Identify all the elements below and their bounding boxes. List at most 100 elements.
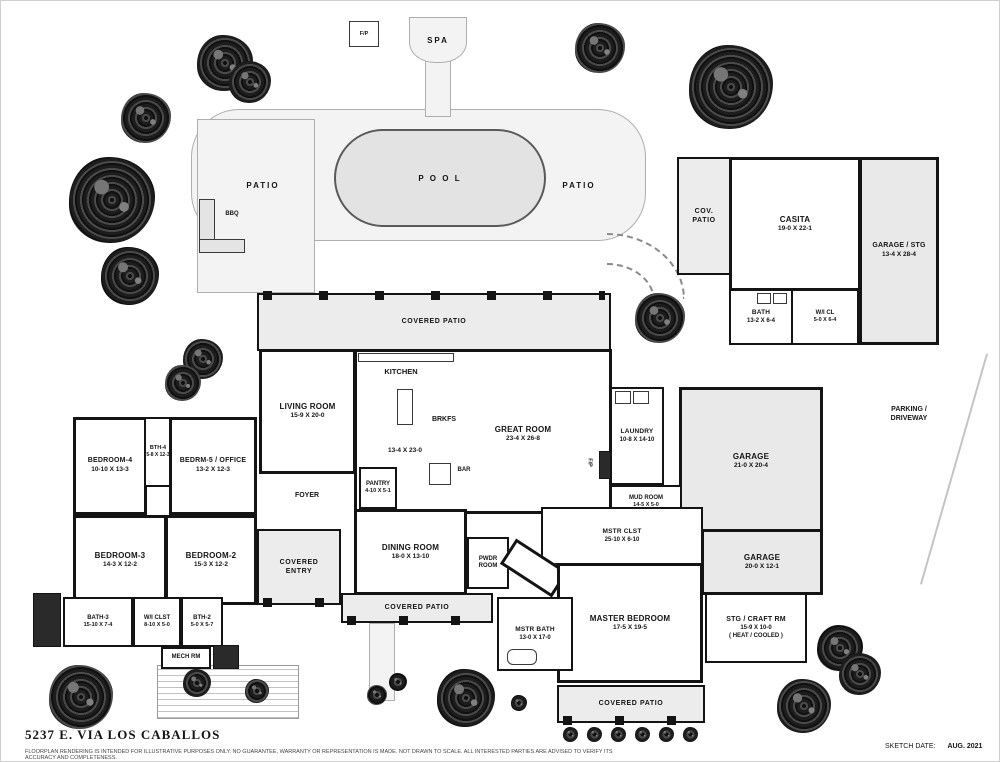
master-tub xyxy=(507,649,537,665)
parking-label-line2: DRIVEWAY xyxy=(890,415,928,423)
room-pwdr-name: PWDR ROOM xyxy=(478,555,498,570)
room-casita-wicl-name: W/I CL xyxy=(815,309,835,316)
room-bth2-name: BTH-2 xyxy=(193,614,211,621)
room-master-name: MASTER BEDROOM xyxy=(589,613,671,623)
room-pantry-name: PANTRY xyxy=(366,480,390,487)
kitchen-dims-label: 13-4 X 23-0 xyxy=(388,447,422,454)
shrub-icon xyxy=(683,727,698,742)
room-mstr-bath-name: MSTR BATH xyxy=(515,625,555,633)
room-garage-stg: GARAGE / STG 13-4 X 28-4 xyxy=(859,157,939,345)
room-stg-craft-name: STG / CRAFT RM xyxy=(726,615,786,623)
room-dining-name: DINING ROOM xyxy=(381,542,440,552)
tree-icon xyxy=(635,293,685,343)
tree-icon xyxy=(69,157,155,243)
shrub-icon xyxy=(659,727,674,742)
room-garage2-dims: 20-0 X 12-1 xyxy=(745,562,779,570)
tree-icon xyxy=(165,365,201,401)
room-bedroom3: BEDROOM-3 14-3 X 12-2 xyxy=(73,515,167,605)
room-bth2-dims: 5-0 X 5-7 xyxy=(190,622,214,629)
fireplace-outdoor: F/P xyxy=(349,21,379,47)
great-room-fireplace xyxy=(599,451,611,479)
tree-icon xyxy=(121,93,171,143)
room-wiclst-name: W/I CLST xyxy=(143,614,171,621)
tree-icon xyxy=(575,23,625,73)
bbq-label: BBQ xyxy=(225,211,239,217)
covered-patio-top: COVERED PATIO xyxy=(257,291,611,351)
covered-patio-mid: COVERED PATIO xyxy=(341,593,493,625)
room-main-core xyxy=(354,349,612,514)
bar-counter xyxy=(429,463,451,485)
room-mud-name: MUD ROOM xyxy=(629,494,663,501)
room-garage-main: GARAGE 21-0 X 20-4 xyxy=(679,387,823,535)
room-garage2-name: GARAGE xyxy=(743,552,781,562)
sketch-date-label: SKETCH DATE: xyxy=(885,743,936,750)
room-casita-bath-name: BATH xyxy=(751,308,771,316)
room-wiclst-dims: 8-10 X 5-0 xyxy=(144,622,170,629)
room-living: LIVING ROOM 15-9 X 20-0 xyxy=(259,349,356,474)
room-mstr-clst-name: MSTR CLST xyxy=(602,527,642,535)
room-bth4-name: BTH-4 xyxy=(149,445,167,452)
laundry-washer xyxy=(615,391,631,404)
bath3-tub xyxy=(33,593,61,647)
room-bedroom3-dims: 14-3 X 12-2 xyxy=(103,560,137,568)
great-room-fireplace-label: F/P xyxy=(586,458,593,467)
casita-cov-patio: COV. PATIO xyxy=(677,157,731,275)
tree-icon xyxy=(229,61,271,103)
room-casita-dims: 19-0 X 22-1 xyxy=(778,224,812,232)
room-master: MASTER BEDROOM 17-5 X 19-5 xyxy=(557,563,703,683)
room-dining-dims: 18-0 X 13-10 xyxy=(391,552,430,560)
fireplace-outdoor-label: F/P xyxy=(359,31,369,37)
spa: SPA xyxy=(409,17,467,63)
room-bedrm5-office-name: BEDRM-5 / OFFICE xyxy=(179,457,247,465)
disclaimer-text: FLOORPLAN RENDERING IS INTENDED FOR ILLU… xyxy=(25,749,613,761)
room-mstr-clst: MSTR CLST 25-10 X 6-10 xyxy=(541,507,703,565)
parking-label: PARKING / DRIVEWAY xyxy=(875,405,943,423)
kitchen-counter xyxy=(358,353,454,362)
room-mud-dims: 14-5 X 5-0 xyxy=(633,502,659,509)
spa-label: SPA xyxy=(427,35,449,45)
room-bath3-name: BATH-3 xyxy=(87,614,109,621)
foyer-label: FOYER xyxy=(294,492,320,499)
casita-cov-patio-label: COV. PATIO xyxy=(692,207,716,224)
room-bath3-dims: 15-10 X 7-4 xyxy=(83,622,113,629)
laundry-dryer xyxy=(633,391,649,404)
room-bedroom4-name: BEDROOM-4 xyxy=(87,457,133,465)
casita-washer xyxy=(757,293,771,304)
room-bth2: BTH-2 5-0 X 5-7 xyxy=(181,597,223,647)
plan-title: 5237 E. VIA LOS CABALLOS xyxy=(25,727,221,742)
tree-icon xyxy=(777,679,831,733)
sketch-date-value: AUG. 2021 xyxy=(947,743,983,750)
tree-icon xyxy=(101,247,159,305)
covered-patio-bottom: COVERED PATIO xyxy=(557,685,705,725)
room-garage-main-dims: 21-0 X 20-4 xyxy=(734,461,768,469)
room-stg-craft-dims: 15-9 X 10-0 xyxy=(740,625,772,632)
room-casita-wicl: W/I CL 5-0 X 6-4 xyxy=(791,289,859,345)
room-garage-stg-name: GARAGE / STG xyxy=(872,242,926,250)
room-bedroom2-dims: 15-3 X 12-2 xyxy=(194,560,228,568)
room-garage2: GARAGE 20-0 X 12-1 xyxy=(701,529,823,595)
room-pantry: PANTRY 4-10 X 5-1 xyxy=(359,467,397,509)
casita-dryer xyxy=(773,293,787,304)
shrub-icon xyxy=(183,669,211,697)
room-bedroom4: BEDROOM-4 10-10 X 13-3 xyxy=(73,417,147,515)
covered-patio-bottom-label: COVERED PATIO xyxy=(598,700,664,708)
room-laundry-name: LAUNDRY xyxy=(620,427,654,435)
room-stg-craft: STG / CRAFT RM 15-9 X 10-0 ( HEAT / COOL… xyxy=(705,593,807,663)
covered-entry-label: COVERED ENTRY xyxy=(279,558,319,575)
room-master-dims: 17-5 X 19-5 xyxy=(613,623,647,631)
shrub-icon xyxy=(587,727,602,742)
room-living-name: LIVING ROOM xyxy=(279,402,336,412)
great-room-dims: 23-4 X 26-8 xyxy=(506,435,540,442)
covered-entry: COVERED ENTRY xyxy=(257,529,341,607)
room-casita-bath-dims: 13-2 X 6-4 xyxy=(746,318,776,325)
spa-walkway xyxy=(425,59,451,117)
kitchen-label: KITCHEN xyxy=(384,367,418,376)
tree-icon xyxy=(839,653,881,695)
room-garage-stg-dims: 13-4 X 28-4 xyxy=(882,250,916,258)
covered-patio-top-label: COVERED PATIO xyxy=(401,318,467,326)
room-bedroom4-dims: 10-10 X 13-3 xyxy=(91,465,129,473)
room-wiclst: W/I CLST 8-10 X 5-0 xyxy=(133,597,181,647)
patio-slab-left xyxy=(197,119,315,293)
room-dining: DINING ROOM 18-0 X 13-10 xyxy=(354,509,467,595)
